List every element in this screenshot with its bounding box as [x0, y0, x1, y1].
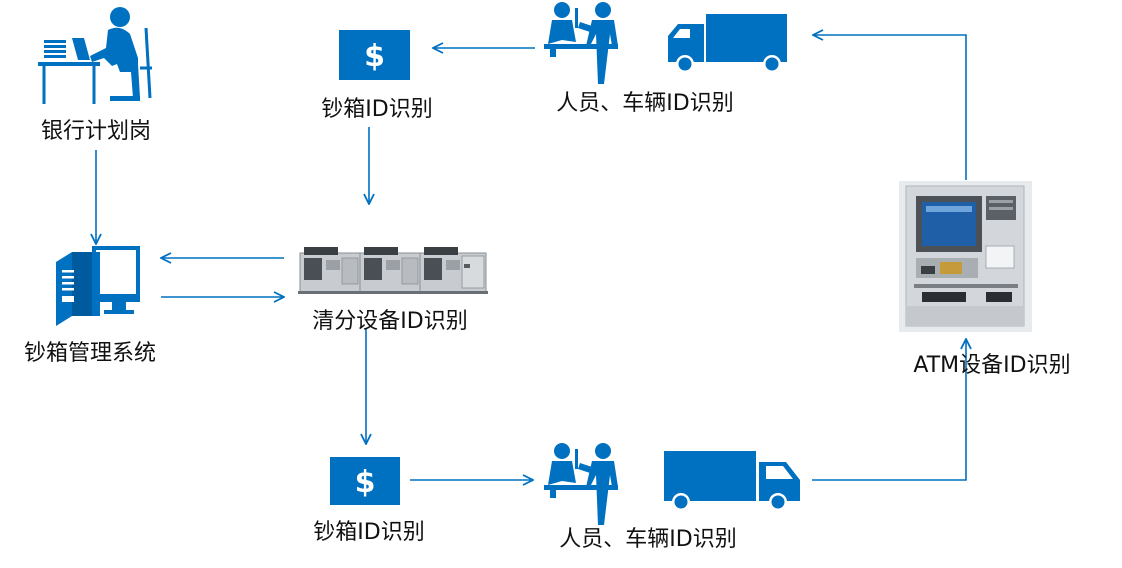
bottom-cashbox-label: 钞箱ID识别	[313, 520, 425, 545]
dollar-icon: $	[330, 457, 400, 505]
atm-icon	[899, 181, 1032, 332]
svg-text:$: $	[355, 465, 376, 500]
bank-planning-label: 银行计划岗	[40, 119, 152, 144]
sorting-label: 清分设备ID识别	[312, 309, 468, 334]
person-at-desk-icon	[38, 7, 152, 104]
computer-icon	[56, 246, 140, 326]
people-icon	[544, 443, 618, 525]
top-personnel-label: 人员、车辆ID识别	[556, 91, 734, 116]
top-cashbox-label: 钞箱ID识别	[321, 97, 433, 122]
sorting-machine-icon	[298, 247, 488, 294]
edge-truck-to-atm	[812, 339, 966, 481]
dollar-icon: $	[339, 30, 410, 80]
truck-icon	[664, 451, 800, 511]
cashbox-system-label: 钞箱管理系统	[23, 341, 157, 366]
edge-atm-to-truck	[813, 35, 967, 180]
people-icon	[544, 2, 618, 84]
atm-label: ATM设备ID识别	[913, 353, 1071, 378]
bottom-personnel-label: 人员、车辆ID识别	[559, 527, 737, 552]
truck-icon	[668, 14, 787, 73]
svg-text:$: $	[364, 39, 385, 74]
